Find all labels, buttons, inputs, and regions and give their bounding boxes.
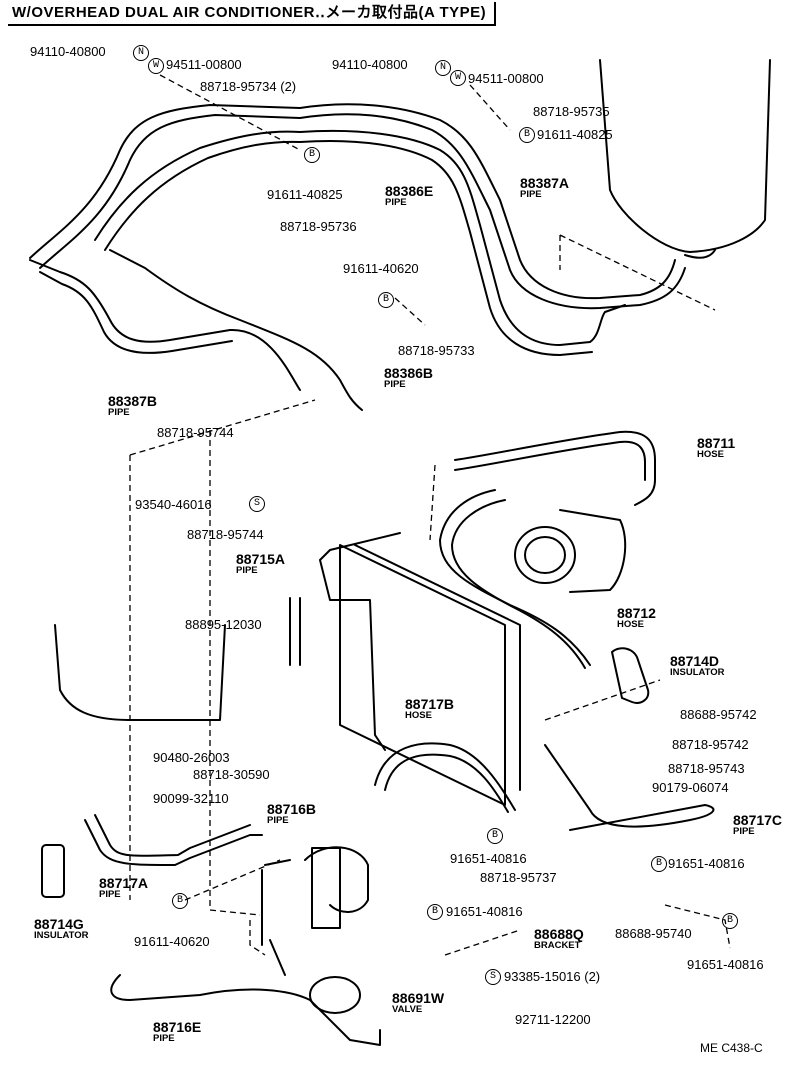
hose-88711 bbox=[454, 430, 656, 506]
bolt-symbol: B bbox=[378, 292, 394, 308]
nut-symbol: N bbox=[133, 45, 149, 61]
part-label: 90099-32110 bbox=[153, 791, 229, 806]
pipe-88717c bbox=[544, 744, 715, 831]
pipe-88716b bbox=[261, 859, 291, 976]
washer-symbol: W bbox=[450, 70, 466, 86]
part-label: 90480-26003 bbox=[153, 750, 230, 765]
part-label: 88718-30590 bbox=[193, 767, 270, 782]
part-label: 88718-95736 bbox=[280, 219, 357, 234]
part-label: 91611-40825 bbox=[537, 127, 613, 142]
diagram-title: W/OVERHEAD DUAL AIR CONDITIONER‥メーカ取付品(A… bbox=[8, 2, 497, 26]
pipe-88716e bbox=[110, 974, 381, 1046]
part-label: 88688-95742 bbox=[680, 707, 757, 722]
reference-code: ME C438-C bbox=[700, 1041, 763, 1055]
part-label: 88718-95744 bbox=[157, 425, 234, 440]
pipe-88387a bbox=[29, 103, 676, 300]
lower-tank bbox=[54, 624, 226, 721]
nut-symbol: N bbox=[435, 60, 451, 76]
part-label: 88895-12030 bbox=[185, 617, 262, 632]
part-label: 94511-00800 bbox=[166, 57, 242, 72]
tank-outline bbox=[599, 59, 771, 253]
pipe-88386b bbox=[109, 249, 363, 411]
bolt-symbol: B bbox=[487, 828, 503, 844]
part-label: 91651-40816 bbox=[687, 957, 764, 972]
part-label: 90179-06074 bbox=[652, 780, 729, 795]
bolt-symbol: B bbox=[304, 147, 320, 163]
part-label: 91651-40816 bbox=[446, 904, 523, 919]
part-label: 88718-95743 bbox=[668, 761, 745, 776]
part-label: 91651-40816 bbox=[450, 851, 527, 866]
condenser-frame bbox=[339, 544, 506, 806]
part-label: 88718-95744 bbox=[187, 527, 264, 542]
part-label: 91611-40825 bbox=[267, 187, 343, 202]
valve-88691w bbox=[309, 976, 361, 1014]
part-label: 91611-40620 bbox=[343, 261, 419, 276]
part-label: 93385-15016 (2) bbox=[504, 969, 601, 984]
bolt-symbol: B bbox=[651, 856, 667, 872]
receiver-bracket bbox=[304, 846, 369, 913]
part-label: 91651-40816 bbox=[668, 856, 745, 871]
hose-88717b bbox=[374, 742, 516, 811]
compressor-body bbox=[559, 509, 627, 593]
pipe-88386e-inner bbox=[104, 139, 593, 356]
hose-88712 bbox=[439, 489, 591, 666]
screw-symbol: S bbox=[249, 496, 265, 512]
insulator-88714g bbox=[41, 844, 65, 898]
bolt-symbol: B bbox=[722, 913, 738, 929]
hose-88895 bbox=[289, 597, 301, 666]
part-label: 92711-12200 bbox=[515, 1012, 591, 1027]
washer-symbol: W bbox=[148, 58, 164, 74]
part-label: 94511-00800 bbox=[468, 71, 544, 86]
pipe-88387b bbox=[29, 259, 301, 391]
bolt-symbol: B bbox=[427, 904, 443, 920]
part-label: 88688-95740 bbox=[615, 926, 692, 941]
insulator-88714d bbox=[611, 647, 650, 704]
pipe-88717a bbox=[84, 819, 263, 866]
bolt-symbol: B bbox=[519, 127, 535, 143]
part-label: 88718-95742 bbox=[672, 737, 749, 752]
bolt-symbol: B bbox=[172, 893, 188, 909]
part-label: 88718-95734 (2) bbox=[200, 79, 297, 94]
part-label: 88718-95737 bbox=[480, 870, 557, 885]
pipe-88715a bbox=[319, 532, 401, 751]
part-label: 94110-40800 bbox=[30, 44, 106, 59]
pipe-88387a-inner bbox=[39, 113, 686, 310]
part-label: 91611-40620 bbox=[134, 934, 210, 949]
part-label: 88718-95733 bbox=[398, 343, 475, 358]
part-label: 93540-46016 bbox=[135, 497, 212, 512]
part-label: 94110-40800 bbox=[332, 57, 408, 72]
pipe-88386e bbox=[94, 129, 626, 346]
screw-symbol: S bbox=[485, 969, 501, 985]
part-label: 88718-95735 bbox=[533, 104, 610, 119]
